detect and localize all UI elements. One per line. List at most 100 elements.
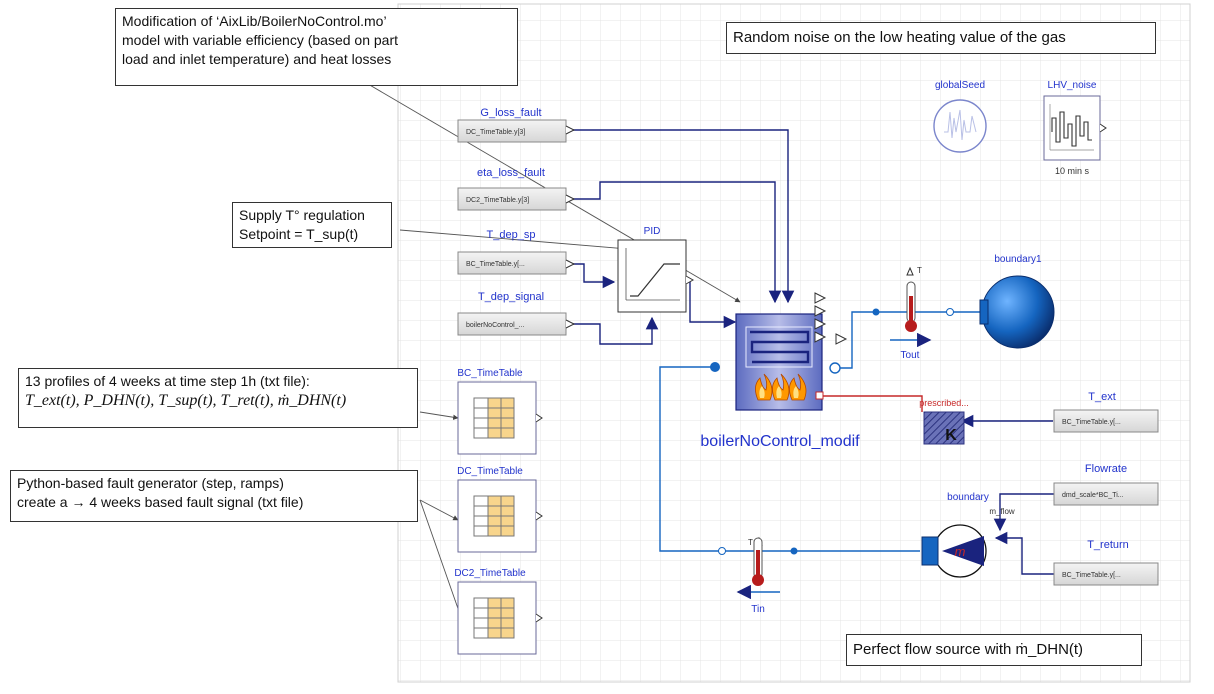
boiler-label: boilerNoControl_modif — [700, 433, 860, 450]
dc2-table-icon — [473, 597, 515, 639]
pid-output-icon — [685, 275, 695, 285]
t-return-box — [1053, 562, 1159, 586]
eta-loss-fault-inner: DC2_TimeTable.y[3] — [466, 197, 529, 204]
prescribed-unit: K — [945, 427, 957, 444]
lhv-noise-box — [1043, 95, 1101, 161]
pid-curve-icon — [630, 263, 680, 297]
callout-fault: Python-based fault generator (step, ramp… — [10, 470, 418, 522]
callout-fault-line2: create a → 4 weeks based fault signal (t… — [17, 494, 304, 510]
callout-modification: Modification of ‘AixLib/BoilerNoControl.… — [115, 8, 518, 86]
tin-tag: T — [748, 538, 753, 547]
t-dep-signal-port-icon — [565, 319, 576, 329]
bc-table-icon — [473, 397, 515, 439]
callout-noise: Random noise on the low heating value of… — [726, 22, 1156, 54]
t-dep-sp-port-icon — [565, 259, 576, 269]
tin-label: Tin — [751, 604, 765, 615]
callout-flow-source: Perfect flow source with ṁ_DHN(t) — [846, 634, 1142, 666]
flowrate-box — [1053, 482, 1159, 506]
eta-loss-fault-label: eta_loss_fault — [477, 167, 545, 179]
lhv-noise-wave-icon — [1051, 111, 1092, 147]
conn-g-loss — [566, 129, 795, 304]
conn-out-fluid-a — [835, 311, 876, 369]
block-prescribed[interactable]: prescribed... K — [919, 398, 969, 445]
block-bc-timetable[interactable]: BC_TimeTable — [457, 368, 543, 455]
dc2-timetable-label: DC2_TimeTable — [454, 568, 526, 579]
block-global-seed[interactable]: globalSeed — [933, 80, 987, 153]
dc-timetable-label: DC_TimeTable — [457, 466, 523, 477]
dc-table-icon — [473, 495, 515, 537]
tout-label: Tout — [901, 350, 920, 361]
block-t-dep-sp[interactable]: T_dep_sp BC_TimeTable.y[... — [457, 229, 576, 275]
block-eta-loss-fault[interactable]: eta_loss_fault DC2_TimeTable.y[3] — [457, 167, 576, 211]
t-ext-box — [1053, 409, 1159, 433]
boiler-coil-icon — [750, 330, 810, 364]
boundary1-label: boundary1 — [994, 254, 1042, 265]
block-dc-timetable[interactable]: DC_TimeTable — [457, 466, 543, 553]
block-boundary[interactable]: boundary m_flow m — [921, 492, 1015, 578]
g-loss-fault-inner: DC_TimeTable.y[3] — [466, 129, 525, 136]
conn-treturn — [994, 531, 1054, 575]
block-temp-out[interactable]: T Tout — [872, 266, 954, 361]
pump-triangle-icon — [942, 536, 984, 566]
conn-measure — [566, 316, 659, 345]
callout-modification-line2: model with variable efficiency (based on… — [122, 32, 399, 48]
pid-box — [617, 239, 687, 313]
callout-supply-line2: Setpoint = T_sup(t) — [239, 226, 359, 242]
callout-modification-line3: load and inlet temperature) and heat los… — [122, 51, 392, 67]
block-lhv-noise[interactable]: LHV_noise 10 min s — [1043, 80, 1107, 176]
global-seed-label: globalSeed — [935, 80, 985, 91]
block-t-ext[interactable]: T_ext BC_TimeTable.y[... — [1053, 391, 1159, 433]
dc2-timetable-port-icon — [535, 613, 543, 623]
boundary-port-icon — [921, 536, 939, 566]
callout-flow-source-text: Perfect flow source with ṁ_DHN(t) — [853, 641, 1084, 658]
g-loss-fault-label: G_loss_fault — [480, 107, 541, 119]
flowrate-inner: dmd_scale*BC_Ti... — [1062, 492, 1124, 499]
t-ext-inner: BC_TimeTable.y[... — [1062, 419, 1121, 426]
flowrate-label: Flowrate — [1085, 463, 1127, 475]
block-t-return[interactable]: T_return BC_TimeTable.y[... — [1053, 539, 1159, 586]
tout-port-a-icon — [872, 308, 880, 316]
callout-profiles: 13 profiles of 4 weeks at time step 1h (… — [18, 368, 418, 428]
tin-port-a-icon — [718, 547, 726, 555]
block-pid[interactable]: PID — [617, 226, 695, 313]
boundary1-sphere-icon — [981, 275, 1055, 349]
tout-port-b-icon — [946, 308, 954, 316]
lhv-noise-label: LHV_noise — [1048, 80, 1097, 91]
g-loss-fault-port-icon — [565, 125, 576, 135]
callout-modification-line1: Modification of ‘AixLib/BoilerNoControl.… — [122, 13, 387, 29]
block-flowrate[interactable]: Flowrate dmd_scale*BC_Ti... — [1053, 463, 1159, 506]
block-g-loss-fault[interactable]: G_loss_fault DC_TimeTable.y[3] — [457, 107, 576, 143]
callout-fault-line1: Python-based fault generator (step, ramp… — [17, 475, 284, 491]
bc-timetable-port-icon — [535, 413, 543, 423]
conn-heat — [822, 395, 923, 412]
conn-eta-loss — [566, 181, 782, 304]
boundary1-port-icon — [979, 299, 989, 325]
global-seed-wave-icon — [944, 109, 977, 141]
block-boundary1[interactable]: boundary1 — [979, 254, 1055, 349]
leader-fault-a — [419, 499, 459, 521]
thermometer-out-bulb-icon — [905, 320, 917, 332]
block-boiler[interactable]: boilerNoControl_modif — [700, 292, 860, 450]
block-t-dep-signal[interactable]: T_dep_signal boilerNoControl_... — [457, 291, 576, 336]
block-dc2-timetable[interactable]: DC2_TimeTable — [454, 568, 543, 655]
callout-profiles-line2: T_ext(t), P_DHN(t), T_sup(t), T_ret(t), … — [25, 392, 347, 409]
lhv-noise-port-icon — [1099, 123, 1107, 133]
boiler-outlet-port-icon — [829, 362, 841, 374]
tin-port-b-icon — [790, 547, 798, 555]
callout-noise-text: Random noise on the low heating value of… — [733, 29, 1066, 46]
eta-loss-fault-port-icon — [565, 194, 576, 204]
leader-fault-b — [419, 499, 463, 621]
t-dep-signal-label: T_dep_signal — [478, 291, 544, 303]
t-dep-sp-label: T_dep_sp — [487, 229, 536, 241]
t-return-inner: BC_TimeTable.y[... — [1062, 572, 1121, 579]
lhv-noise-sub: 10 min s — [1055, 166, 1090, 176]
pid-label: PID — [644, 226, 661, 237]
prescribed-label: prescribed... — [919, 398, 969, 408]
boiler-heat-port-icon — [815, 391, 824, 400]
boiler-inlet-port-icon — [710, 362, 720, 372]
leader-profiles — [419, 411, 459, 420]
boundary-label: boundary — [947, 492, 989, 503]
block-temp-in[interactable]: T Tin — [718, 536, 798, 615]
